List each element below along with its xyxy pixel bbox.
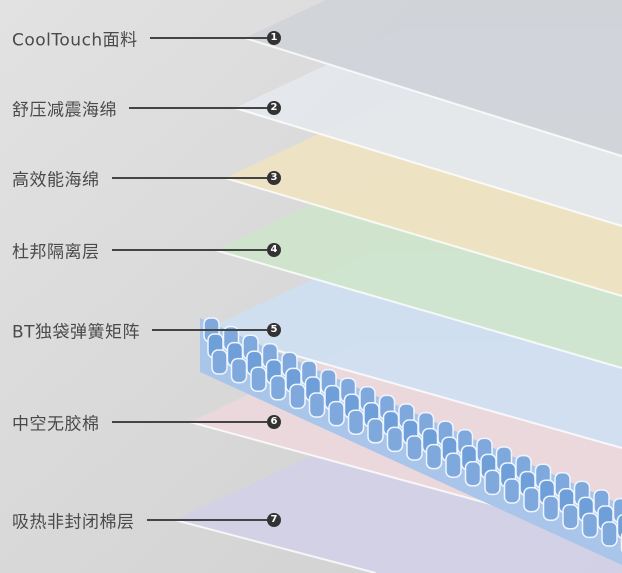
layer-number-badge: 3 — [267, 171, 281, 185]
leader-line — [112, 421, 268, 423]
spring-coil — [289, 383, 306, 410]
layer-label: BT独袋弹簧矩阵 — [12, 322, 141, 343]
spring-coil — [616, 514, 622, 540]
spring-coil — [386, 426, 404, 453]
spring-coil — [347, 409, 365, 435]
spring-coil — [269, 375, 287, 401]
spring-coil — [406, 435, 423, 461]
layer-number-badge: 1 — [267, 31, 281, 45]
spring-coil — [328, 400, 345, 427]
spring-coil — [503, 478, 521, 504]
layer-label: 中空无胶棉 — [12, 414, 100, 435]
spring-coil — [250, 366, 267, 392]
spring-coil — [230, 357, 248, 384]
layer-1 — [245, 0, 622, 156]
spring-coil — [425, 443, 443, 470]
spring-coil — [601, 521, 618, 547]
leader-line — [147, 519, 268, 521]
leader-line — [112, 249, 268, 251]
spring-coil — [211, 349, 228, 375]
layer-number-badge: 6 — [267, 415, 281, 429]
spring-coil — [464, 461, 482, 487]
layers-group — [174, 0, 622, 573]
layer-edge — [224, 177, 622, 297]
layer-edge — [174, 519, 377, 573]
layer-edge — [244, 37, 622, 157]
spring-coil — [562, 504, 579, 530]
layer-number-badge: 7 — [267, 513, 281, 527]
spring-coil — [308, 392, 326, 418]
leader-line — [152, 329, 268, 331]
leader-line — [112, 177, 268, 179]
layer-label: CoolTouch面料 — [12, 30, 138, 51]
leader-line — [129, 107, 268, 109]
spring-coil — [445, 452, 462, 478]
spring-coil — [484, 469, 501, 496]
spring-coil — [367, 418, 384, 444]
spring-coil — [581, 512, 599, 539]
layer-number-badge: 4 — [267, 243, 281, 257]
layer-edge — [234, 107, 622, 227]
layer-edge — [214, 249, 622, 369]
layer-label: 吸热非封闭棉层 — [12, 512, 135, 533]
leader-line — [150, 37, 268, 39]
layer-number-badge: 2 — [267, 101, 281, 115]
layer-label: 舒压减震海绵 — [12, 100, 117, 121]
layer-label: 杜邦隔离层 — [12, 242, 100, 263]
spring-coil — [542, 495, 560, 521]
layer-number-badge: 5 — [267, 323, 281, 337]
spring-coil — [523, 486, 540, 513]
layer-label: 高效能海绵 — [12, 170, 100, 191]
